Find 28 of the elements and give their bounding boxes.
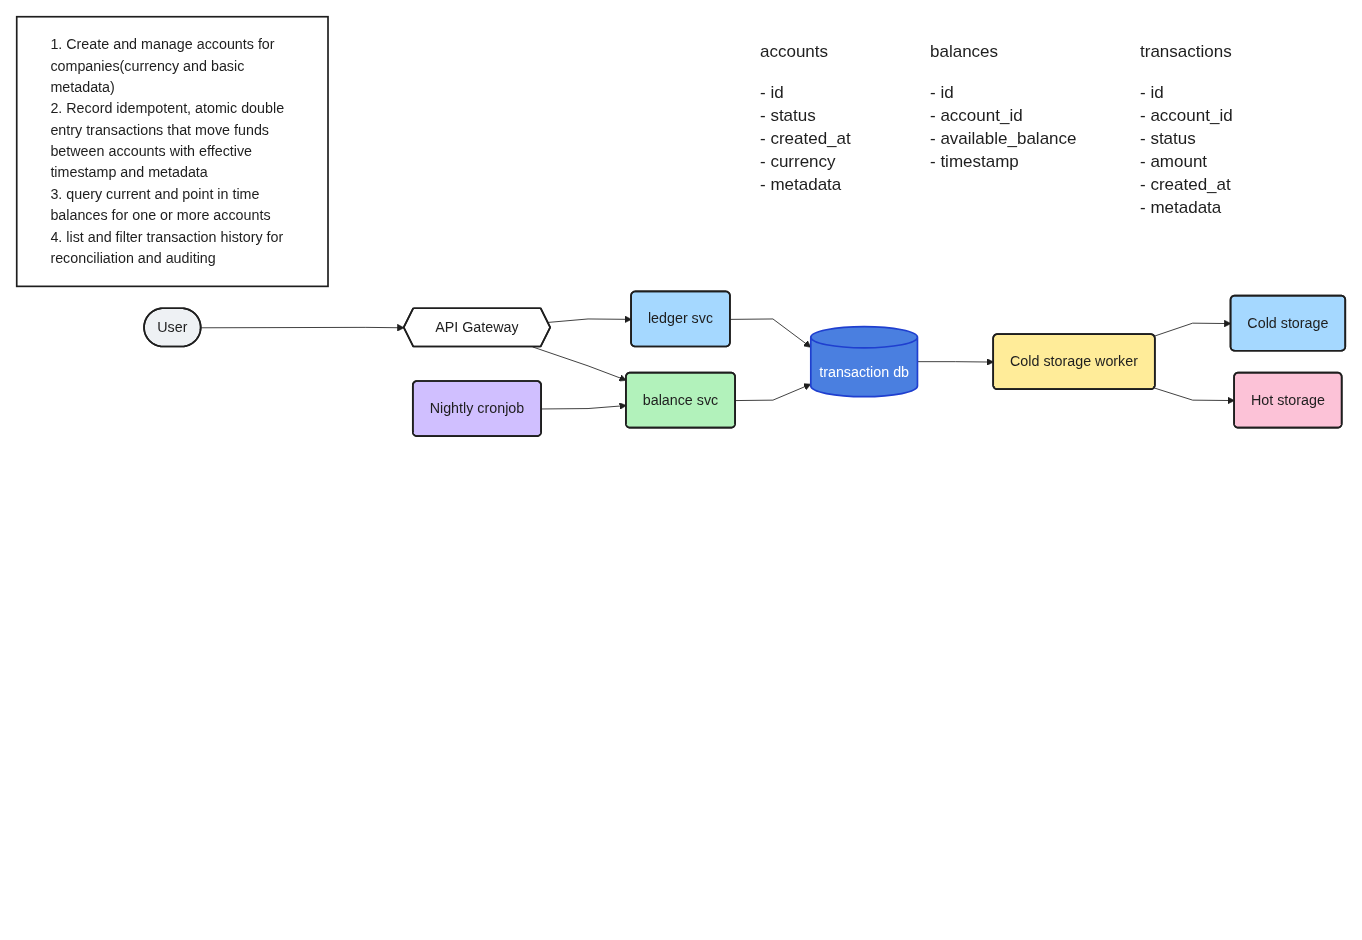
column-name: - id [930,82,954,104]
column-name: - available_balance [930,128,1077,150]
table-name: balances [930,41,999,63]
storage-box: Cold storage [1229,294,1347,352]
gateway-hexagon: API Gateway [402,307,551,348]
worker-box: Cold storage worker [992,333,1156,391]
service-box: balance svc [625,371,736,429]
column-name: - timestamp [930,151,1019,173]
column-name: - status [1140,128,1196,150]
service-box: ledger svc [630,290,731,348]
storage-box: Hot storage [1233,371,1343,429]
column-name: - id [760,82,784,104]
column-name: - account_id [930,105,1023,127]
column-name: - metadata [1140,197,1222,219]
user-node: User [143,307,202,348]
requirements-box: 1. Create and manage accounts for companies(currency and basic metadata) 2. Record idempotent, atomic double entry transactions that move funds between accounts with effective timestamp and metadata 3. query current and point in time balances for one or more accounts 4. list and filter transaction history for reconciliation and auditing [15,15,329,288]
column-name: - id [1140,82,1164,104]
column-name: - created_at [760,128,851,150]
column-name: - currency [760,151,836,173]
column-name: - status [760,105,816,127]
column-name: - metadata [760,174,842,196]
column-name: - created_at [1140,174,1231,196]
database-cylinder: transaction db [809,325,919,398]
column-name: - account_id [1140,105,1233,127]
job-box: Nightly cronjob [412,380,542,437]
table-name: transactions [1140,41,1232,63]
column-name: - amount [1140,151,1208,173]
table-name: accounts [760,41,829,63]
